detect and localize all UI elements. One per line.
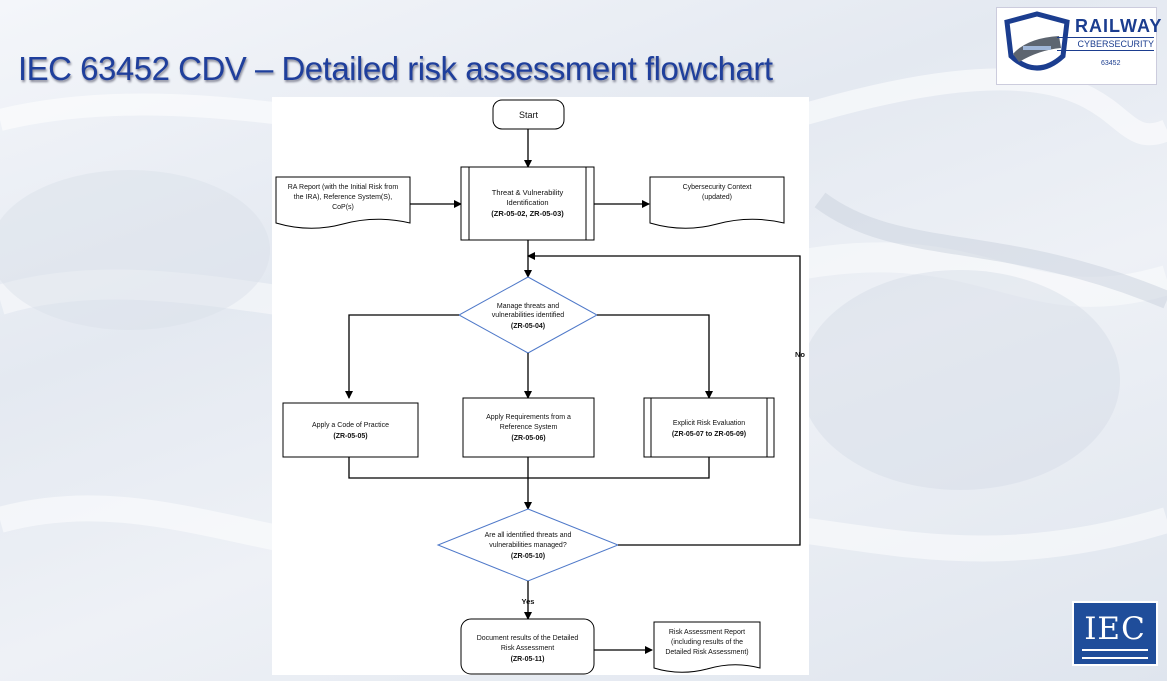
document-line2: Risk Assessment: [501, 645, 554, 652]
cop-code: (ZR-05-05): [333, 433, 367, 440]
all-managed-code: (ZR-05-10): [511, 553, 545, 560]
shield-train-icon: [1004, 11, 1070, 71]
inputs-line2: the IRA), Reference System(S),: [294, 194, 392, 201]
cop-line1: Apply a Code of Practice: [312, 422, 389, 429]
report-document-shape: [653, 621, 761, 673]
document-code: (ZR-05-11): [511, 656, 545, 663]
identification-line1: Threat & Vulnerability: [492, 188, 564, 197]
arrow-manage-to-cop: [345, 314, 459, 399]
standard-badge: 63452: [1101, 60, 1121, 67]
manage-line2: vulnerabilities identified: [492, 312, 564, 319]
arrow-no-loop: [527, 252, 801, 546]
manage-code: (ZR-05-04): [511, 323, 545, 330]
iec-logo-bar: [1082, 649, 1148, 659]
iec-logo: IEC: [1072, 601, 1158, 666]
railway-word: RAILWAY: [1075, 16, 1163, 36]
document-process-box: [460, 618, 595, 675]
context-document-shape: [649, 176, 785, 229]
slide-title: IEC 63452 CDV – Detailed risk assessment…: [18, 50, 773, 87]
explicit-process-box: [643, 397, 775, 458]
report-line2: (including results of the: [671, 639, 743, 646]
identification-process-box: [460, 166, 595, 241]
context-line2: (updated): [702, 194, 732, 201]
cybersecurity-word: CYBERSECURITY: [1057, 37, 1154, 51]
all-managed-line1: Are all identified threats and: [485, 532, 572, 539]
all-managed-line2: vulnerabilities managed?: [489, 542, 567, 549]
inputs-document-shape: [275, 176, 411, 229]
flowchart: Start RA Report (with the Initial Risk f…: [275, 99, 805, 675]
report-line1: Risk Assessment Report: [669, 629, 745, 636]
identification-code: (ZR-05-02, ZR-05-03): [491, 209, 564, 218]
context-line1: Cybersecurity Context: [683, 184, 752, 191]
reference-code: (ZR-05-06): [511, 435, 545, 442]
reference-line2: Reference System: [500, 424, 558, 431]
flowchart-panel: Start RA Report (with the Initial Risk f…: [272, 97, 809, 675]
yes-label: Yes: [522, 597, 535, 606]
manage-line1: Manage threats and: [497, 303, 559, 310]
start-label: Start: [519, 110, 539, 120]
reference-line1: Apply Requirements from a: [486, 414, 571, 421]
document-line1: Document results of the Detailed: [477, 635, 579, 642]
iec-logo-text: IEC: [1084, 611, 1146, 647]
inputs-line3: CoP(s): [332, 204, 354, 211]
identification-line2: Identification: [506, 198, 548, 207]
report-line3: Detailed Risk Assessment): [665, 649, 748, 656]
no-label: No: [795, 350, 805, 359]
explicit-line1: Explicit Risk Evaluation: [673, 420, 745, 427]
explicit-code: (ZR-05-07 to ZR-05-09): [672, 431, 746, 438]
cop-process-box: [282, 402, 419, 458]
inputs-line1: RA Report (with the Initial Risk from: [288, 184, 399, 191]
merge-line: [348, 457, 710, 479]
arrow-manage-to-explicit: [597, 314, 713, 399]
railway-cybersecurity-logo: RAILWAY CYBERSECURITY 63452: [996, 7, 1161, 85]
